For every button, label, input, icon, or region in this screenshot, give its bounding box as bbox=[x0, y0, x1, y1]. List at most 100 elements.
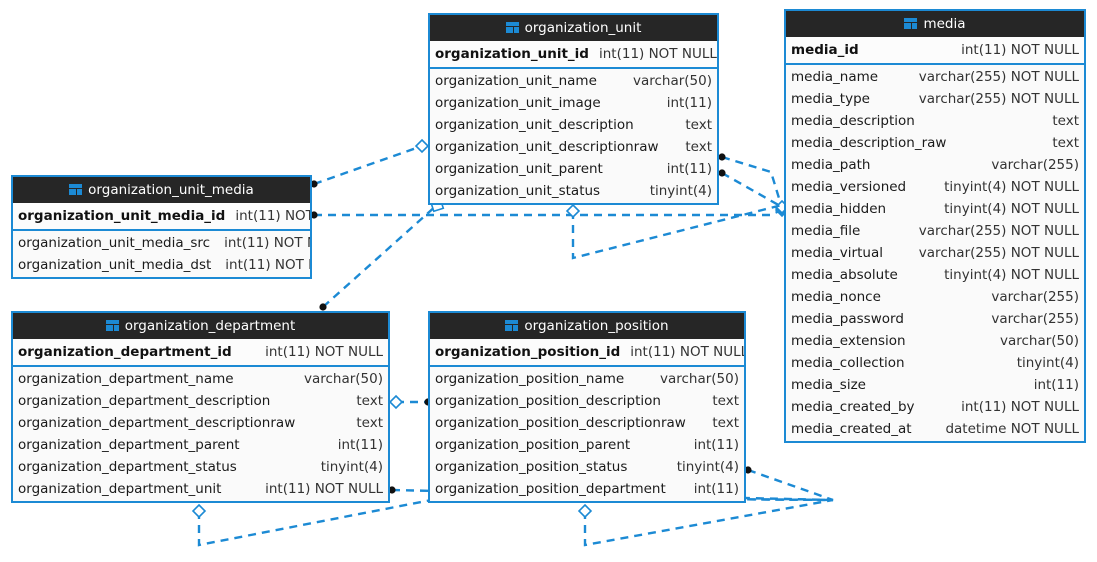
relationship-line-rel-unit-image-to-media[interactable] bbox=[721, 155, 784, 209]
column-row[interactable]: organization_unit_parent int(11) bbox=[430, 158, 717, 180]
relationship-endpoint-diamond bbox=[388, 394, 404, 410]
column-type: varchar(50) bbox=[303, 371, 383, 387]
column-name: media_type bbox=[791, 91, 870, 107]
column-type: text bbox=[685, 117, 712, 133]
column-type: varchar(255) bbox=[991, 289, 1079, 305]
table-icon bbox=[105, 320, 119, 331]
relationship-line-rel-department-to-unit[interactable] bbox=[322, 204, 438, 308]
relationship-line-rel-unit-parent-to-media[interactable] bbox=[721, 171, 783, 209]
column-name: organization_unit_description bbox=[435, 117, 634, 133]
column-type: int(11) NOT NULL bbox=[265, 481, 383, 497]
column-name: media_hidden bbox=[791, 201, 887, 217]
column-name: organization_position_descriptionraw bbox=[435, 415, 686, 431]
table-header-organization_department[interactable]: organization_department bbox=[13, 313, 388, 339]
table-icon bbox=[505, 22, 519, 33]
column-row[interactable]: organization_department_name varchar(50) bbox=[13, 368, 388, 390]
column-name: organization_unit_image bbox=[435, 95, 601, 111]
column-type: varchar(255) NOT NULL bbox=[918, 69, 1079, 85]
relationship-line-rel-unit-self-parent[interactable] bbox=[571, 203, 783, 260]
primary-key-row[interactable]: organization_unit_media_id int(11) NOT NU… bbox=[13, 203, 310, 231]
column-type: int(11) NOT NULL bbox=[235, 208, 312, 224]
table-header-organization_position[interactable]: organization_position bbox=[430, 313, 744, 339]
column-type: varchar(255) bbox=[991, 157, 1079, 173]
column-type: int(11) bbox=[666, 161, 712, 177]
relationship-line-rel-position-bottom-loop[interactable] bbox=[583, 498, 834, 547]
relationship-line-rel-oum-dst-to-media[interactable] bbox=[314, 208, 783, 217]
column-name: organization_department_name bbox=[18, 371, 234, 387]
column-name: organization_department_unit bbox=[18, 481, 222, 497]
column-name: media_virtual bbox=[791, 245, 883, 261]
column-name: organization_unit_parent bbox=[435, 161, 603, 177]
table-header-media[interactable]: media bbox=[786, 11, 1084, 37]
relationship-line-rel-oum-src-to-unit[interactable] bbox=[313, 144, 423, 186]
column-name: media_absolute bbox=[791, 267, 898, 283]
column-name: organization_position_parent bbox=[435, 437, 631, 453]
entity-table-organization_department[interactable]: organization_department organization_depa… bbox=[11, 311, 390, 503]
column-row[interactable]: media_hidden tinyint(4) NOT NULL bbox=[786, 198, 1084, 220]
table-header-organization_unit_media[interactable]: organization_unit_media bbox=[13, 177, 310, 203]
column-type: text bbox=[712, 393, 739, 409]
relationship-line-rel-department-bottom-loop[interactable] bbox=[197, 495, 448, 547]
column-type: tinyint(4) NOT NULL bbox=[944, 201, 1079, 217]
column-row[interactable]: organization_department_unit int(11) NOT … bbox=[13, 478, 388, 500]
column-name: media_description_raw bbox=[791, 135, 947, 151]
column-type: tinyint(4) bbox=[676, 459, 739, 475]
column-type: varchar(255) NOT NULL bbox=[918, 223, 1079, 239]
column-row[interactable]: media_path varchar(255) bbox=[786, 154, 1084, 176]
column-name: media_path bbox=[791, 157, 871, 173]
table-header-organization_unit[interactable]: organization_unit bbox=[430, 15, 717, 41]
column-name: media_file bbox=[791, 223, 861, 239]
table-title: organization_department bbox=[124, 318, 296, 334]
column-type: tinyint(4) NOT NULL bbox=[944, 179, 1079, 195]
column-type: text bbox=[685, 139, 712, 155]
column-name: media_id bbox=[791, 42, 859, 58]
column-name: organization_unit_media_src bbox=[18, 235, 211, 251]
column-row[interactable]: organization_unit_description text bbox=[430, 114, 717, 136]
table-title: media bbox=[923, 16, 966, 32]
column-name: organization_unit_media_id bbox=[18, 208, 226, 224]
relationship-endpoint-diamond bbox=[191, 503, 207, 519]
column-name: organization_position_id bbox=[435, 344, 621, 360]
column-name: organization_department_descriptionraw bbox=[18, 415, 296, 431]
column-row[interactable]: media_file varchar(255) NOT NULL bbox=[786, 220, 1084, 242]
